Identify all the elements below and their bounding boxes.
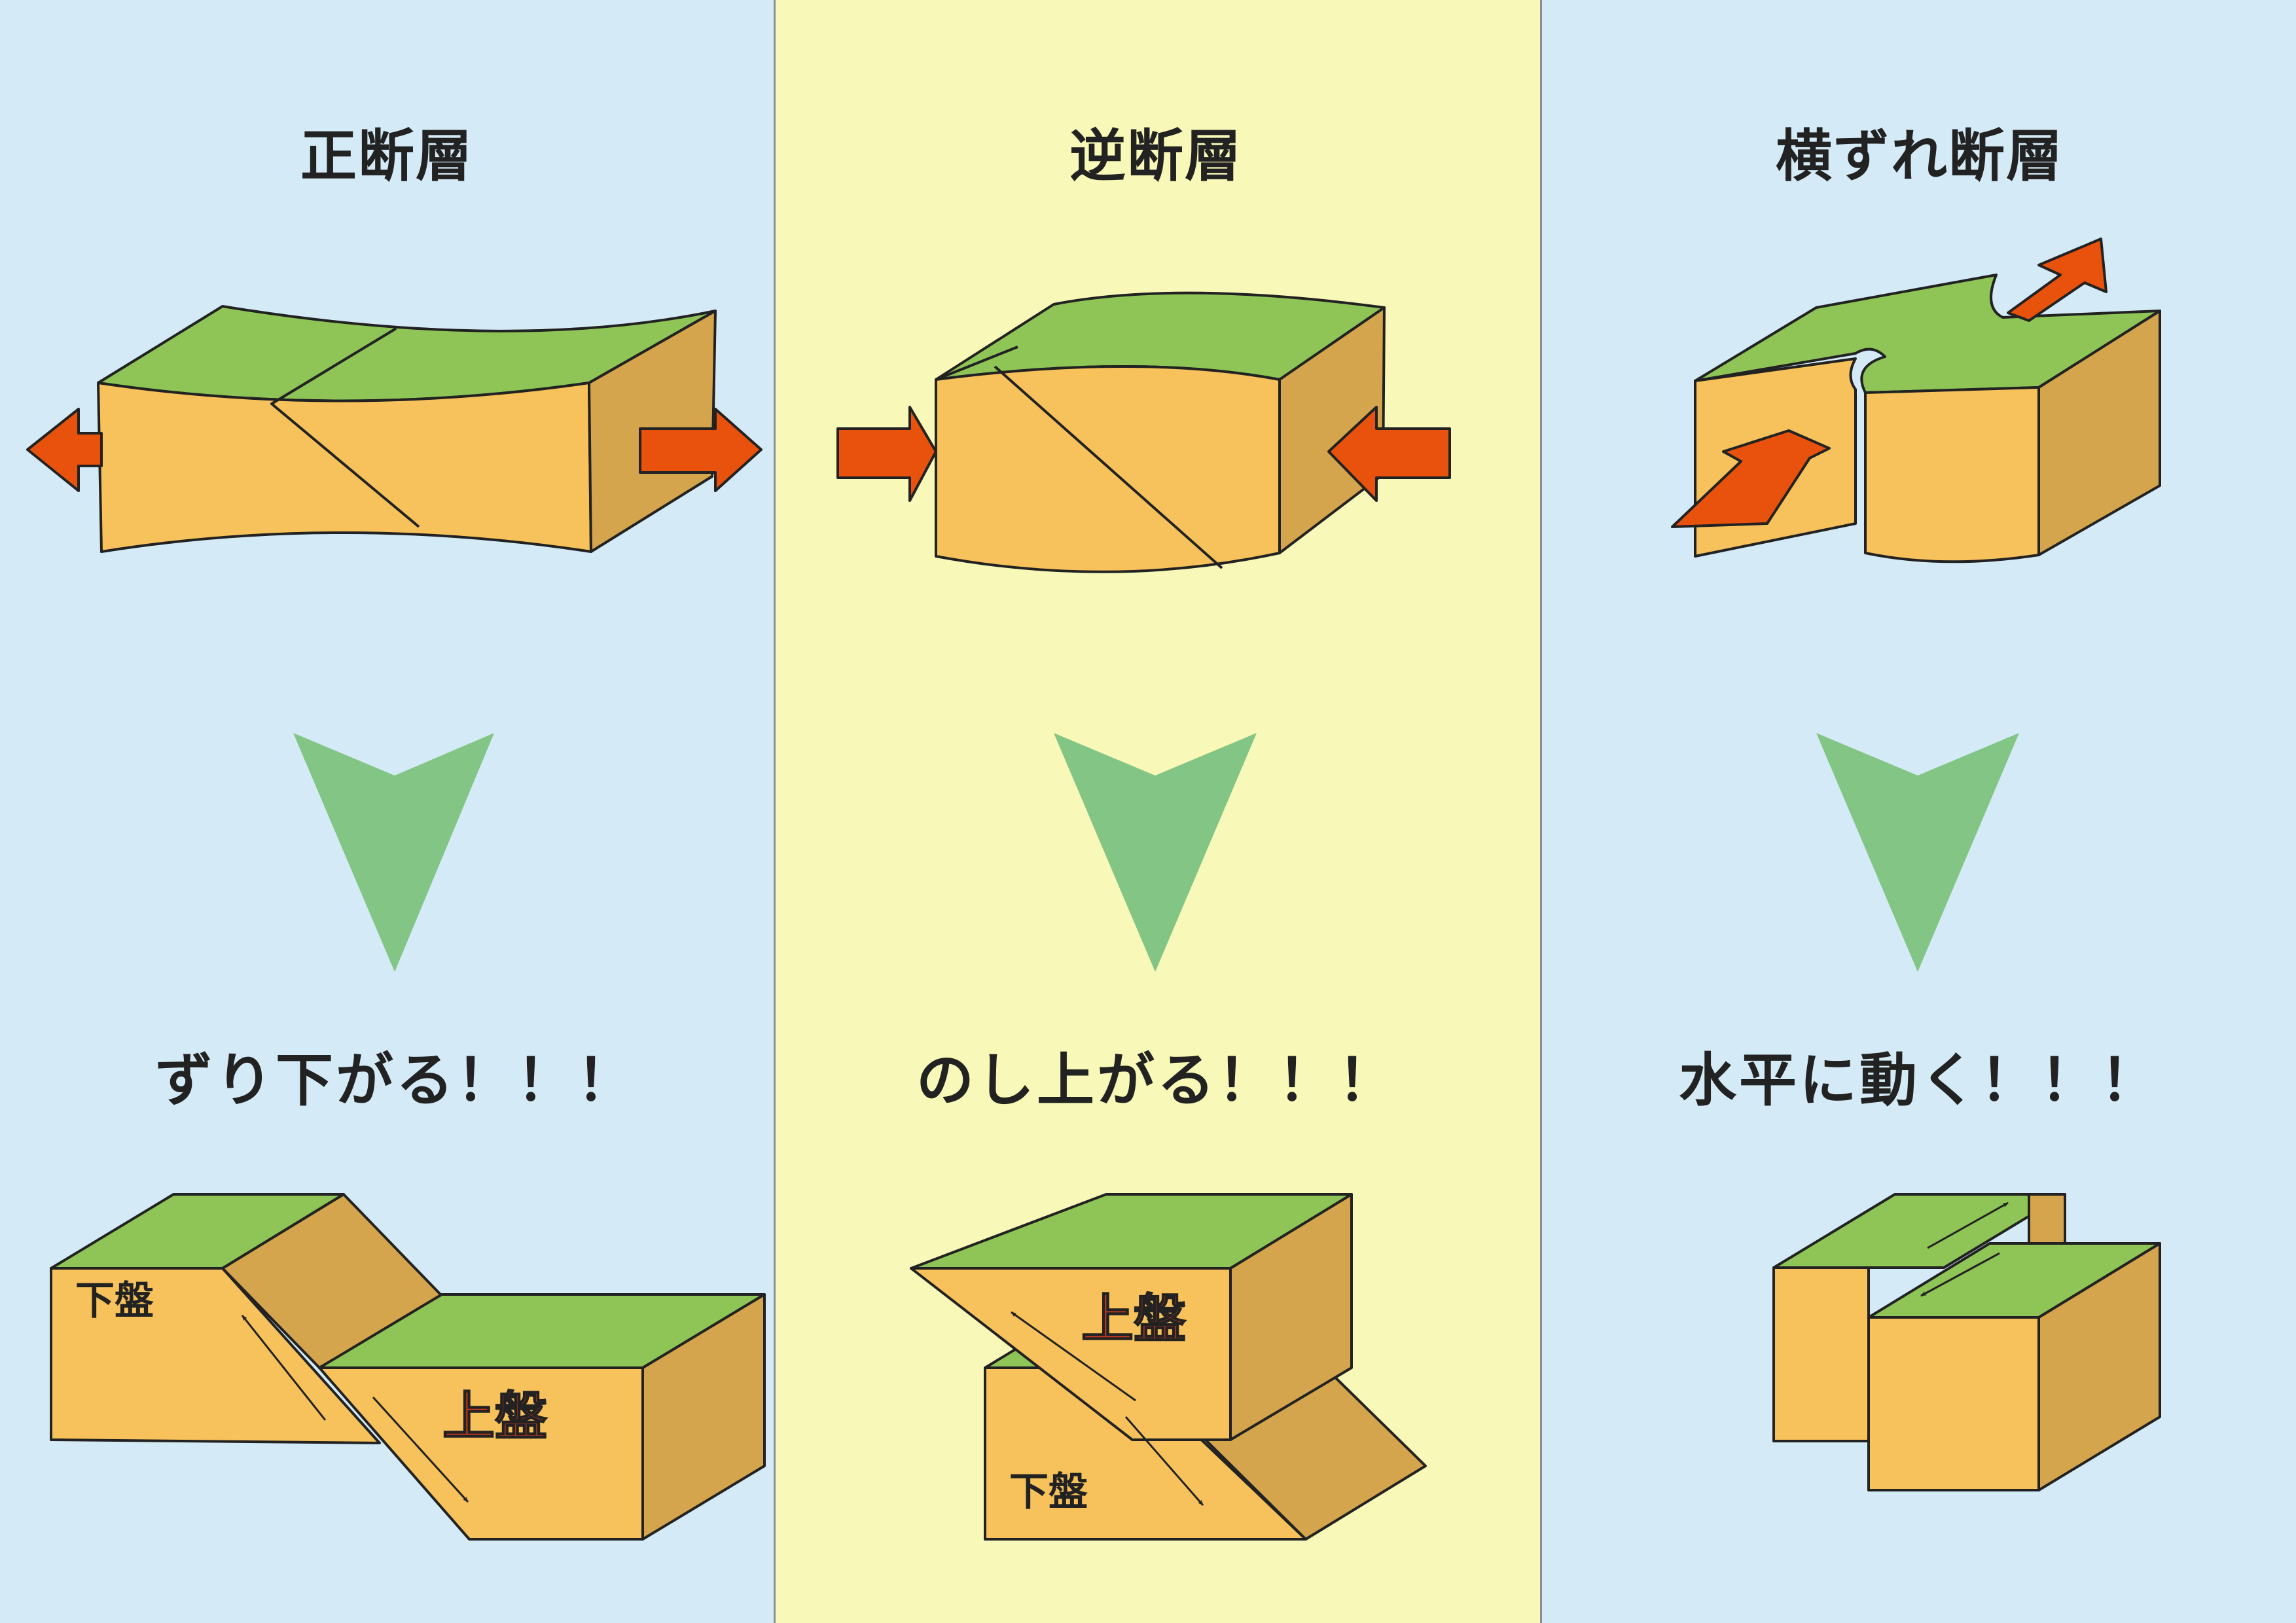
back-block-side (2028, 1193, 2066, 1245)
normal-footwall-label: 下盤 (75, 1278, 154, 1324)
footwall-front (50, 1267, 381, 1444)
thin-black-arrow-icon (241, 1315, 327, 1421)
normal-hangingwall-label: 上盤 (442, 1386, 547, 1447)
thin-black-arrow-icon (1011, 1311, 1136, 1402)
strike-slip-stress-block (1671, 238, 2161, 563)
compression-arrow-right (1327, 406, 1451, 502)
normal-fault-result-block (50, 1193, 766, 1541)
normal-fault-result: ずり下がる！！！ (154, 1046, 637, 1114)
back-block-front (1772, 1266, 1870, 1442)
normal-fault-stress-block (26, 305, 762, 553)
block-front-face (935, 365, 1281, 573)
tension-arrow-right (639, 408, 762, 492)
block-front-right (1864, 386, 2040, 563)
reverse-fault-stress-block (836, 291, 1451, 573)
normal-fault-title: 正断層 (300, 124, 473, 189)
fault-line (270, 327, 420, 528)
green-arrowhead-icon (293, 733, 494, 972)
block-front-face (97, 382, 592, 553)
green-arrowhead-icon (1054, 733, 1257, 972)
inner-edge (935, 346, 1018, 381)
reverse-fault-result: のし上がる！！！ (916, 1046, 1398, 1114)
reverse-footwall-label: 下盤 (1009, 1469, 1088, 1515)
reverse-fault-title: 逆断層 (1069, 124, 1242, 189)
front-block-front (1867, 1316, 2040, 1491)
reverse-hangingwall-label: 上盤 (1081, 1289, 1186, 1349)
reverse-fault-result-block (910, 1193, 1427, 1541)
thin-black-arrow-icon (1927, 1202, 2009, 1249)
tension-arrow-left (26, 408, 103, 492)
block-top-face (1694, 274, 2161, 394)
green-arrowhead-icon (1816, 733, 2019, 972)
compression-arrow-left (836, 406, 937, 502)
strike-slip-result: 水平に動く！！！ (1678, 1046, 2161, 1114)
hangingwall-side (641, 1293, 766, 1541)
hangingwall-side (1229, 1193, 1353, 1441)
thin-black-arrow-icon (1920, 1252, 2000, 1297)
thin-black-arrow-icon (1124, 1416, 1204, 1506)
strike-slip-fault-title: 横ずれ断層 (1776, 124, 2064, 189)
strike-slip-result-block (1772, 1193, 2161, 1491)
thin-black-arrow-icon (372, 1396, 469, 1503)
block-side-face (2037, 310, 2161, 556)
shear-arrow-bottom (1671, 429, 1831, 528)
fault-line (994, 365, 1223, 569)
shear-arrow-top (2007, 238, 2108, 322)
front-block-side (2037, 1242, 2161, 1491)
